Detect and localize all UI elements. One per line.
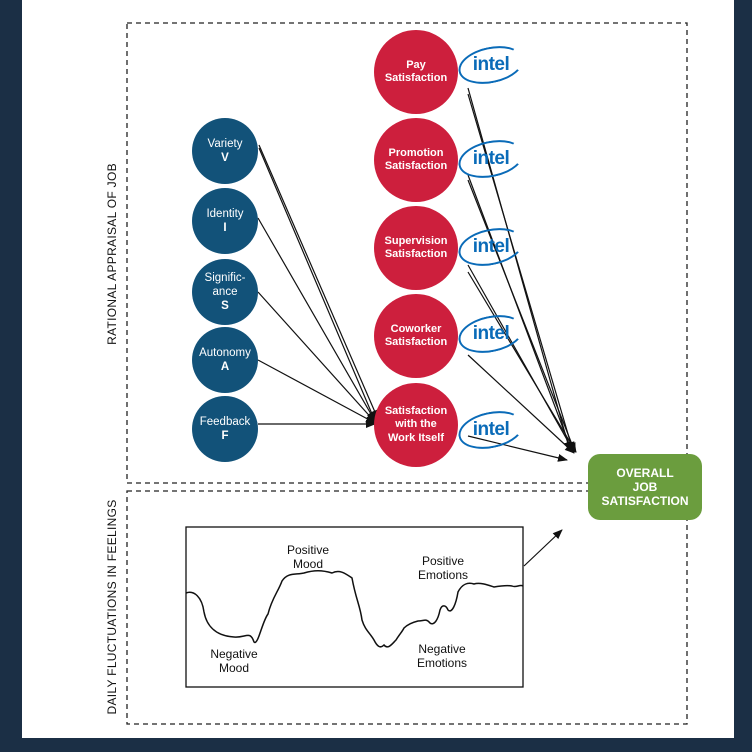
mood-label-line: Positive [286, 543, 330, 557]
characteristic-arrows [257, 144, 379, 428]
facet-coworker: Coworker Satisfaction [374, 294, 458, 378]
arrow-work-itself [467, 435, 568, 462]
characteristic-letter: I [223, 222, 227, 234]
rational-section-label: RATIONAL APPRAISAL OF JOB [105, 163, 119, 345]
facet-line: with the [395, 418, 437, 431]
arrow-mood-to-overall [523, 529, 563, 567]
characteristic-identity: Identity I [192, 188, 258, 254]
arrow-autonomy [257, 359, 376, 424]
logo-text: intel [472, 54, 510, 75]
arrow-variety-2 [258, 147, 376, 422]
positive-emotions-label: Positive Emotions [418, 554, 468, 582]
facet-line: Satisfaction [384, 404, 448, 417]
facet-line: Satisfaction [384, 72, 448, 84]
characteristic-letter: S [221, 300, 229, 312]
characteristic-name: Identity [206, 208, 244, 220]
characteristic-name: Autonomy [199, 347, 251, 359]
mood-label-line: Mood [292, 557, 324, 571]
logo-text: intel [472, 236, 510, 257]
facet-promotion: Promotion Satisfaction [374, 118, 458, 202]
facet-line: Supervision [384, 234, 448, 247]
arrow-significance [257, 291, 376, 423]
diagram-canvas [126, 22, 688, 725]
overall-job-satisfaction: OVERALL JOB SATISFACTION [588, 454, 702, 520]
facet-line: Satisfaction [384, 248, 448, 260]
arrow-pay-2 [467, 93, 575, 452]
intel-logo: intel [454, 134, 528, 184]
characteristic-feedback: Feedback F [192, 396, 258, 462]
intel-logo: intel [454, 222, 528, 272]
overall-line: JOB [632, 480, 658, 494]
mood-chart-box [185, 526, 524, 688]
intel-logo: intel [454, 40, 528, 90]
characteristic-name: Signific- [204, 272, 246, 284]
arrow-identity [257, 217, 376, 422]
overall-line: OVERALL [616, 466, 674, 480]
arrow-supervision-2 [467, 271, 577, 453]
arrow-coworker [467, 354, 575, 454]
characteristic-name-continued: ance [212, 286, 238, 298]
mood-label-line: Negative [418, 642, 466, 656]
mood-label-line: Mood [218, 661, 250, 675]
diagram-panel: RATIONAL APPRAISAL OF JOB DAILY FLUCTUAT… [22, 0, 734, 738]
mood-label-line: Positive [421, 554, 465, 568]
characteristic-letter: F [221, 430, 229, 442]
facet-work-itself: Satisfaction with the Work Itself [374, 383, 458, 467]
rational-section-box [126, 22, 688, 484]
daily-section-label: DAILY FLUCTUATIONS IN FEELINGS [105, 499, 119, 715]
mood-curve [185, 570, 524, 648]
facet-line: Coworker [390, 322, 442, 335]
negative-mood-label: Negative Mood [210, 647, 257, 675]
logo-text: intel [472, 323, 510, 344]
mood-label-line: Negative [210, 647, 258, 661]
facet-line: Pay [406, 58, 426, 71]
logo-text: intel [472, 419, 510, 440]
mood-label-line: Emotions [416, 656, 468, 670]
facet-arrows [467, 87, 577, 462]
facet-line: Satisfaction [384, 160, 448, 172]
overall-line: SATISFACTION [601, 494, 689, 508]
positive-mood-label: Positive Mood [287, 543, 329, 571]
facet-line: Promotion [388, 146, 444, 159]
intel-logo: intel [454, 309, 528, 359]
characteristic-variety: Variety V [192, 118, 258, 184]
characteristic-letter: V [221, 152, 229, 164]
facet-line: Satisfaction [384, 336, 448, 348]
characteristic-name: Feedback [199, 416, 251, 428]
negative-emotions-label: Negative Emotions [417, 642, 467, 670]
characteristic-autonomy: Autonomy A [192, 327, 258, 393]
facet-supervision: Supervision Satisfaction [374, 206, 458, 290]
arrow-supervision [467, 264, 575, 453]
arrow-promotion-2 [467, 179, 576, 453]
logo-text: intel [472, 148, 510, 169]
mood-label-line: Emotions [417, 568, 469, 582]
characteristic-name: Variety [207, 138, 243, 150]
facet-line: Work Itself [387, 431, 445, 444]
characteristic-significance: Signific- ance S [192, 259, 258, 325]
facet-pay: Pay Satisfaction [374, 30, 458, 114]
intel-logo: intel [454, 405, 528, 455]
arrow-variety [258, 144, 379, 420]
characteristic-letter: A [220, 361, 230, 373]
daily-section-box [126, 490, 688, 725]
